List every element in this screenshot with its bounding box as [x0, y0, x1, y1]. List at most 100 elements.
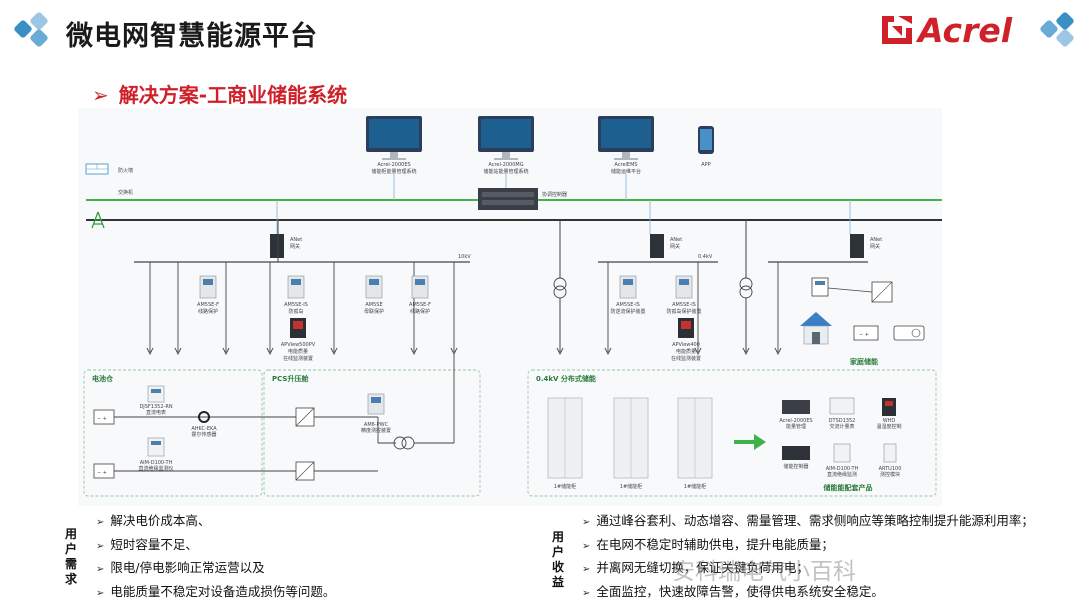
group-battery-label: 电池仓 [92, 374, 114, 383]
product-5-name: AIM-D100-TH [826, 466, 859, 472]
device-left-4-name: AM5SE-F [409, 302, 431, 308]
subtitle-arrow-icon: ➢ [92, 83, 109, 107]
product-2-desc: 交流计量表 [829, 423, 854, 430]
controller-label: 协调控制器 [542, 191, 567, 198]
acrel-logo-mark-icon [880, 14, 914, 46]
house-icon [800, 312, 832, 345]
pcs-device-desc: 精度测控装置 [361, 427, 391, 434]
product-6-desc: 测控模块 [880, 471, 900, 478]
measurement-device-icon [367, 393, 385, 415]
gateway-icon [650, 234, 664, 258]
cabinet-2-label: 1#储能柜 [620, 483, 642, 490]
section-subtitle: ➢ 解决方案-工商业储能系统 [92, 79, 347, 108]
air-conditioner-icon [893, 325, 925, 341]
battery-device-3-name: AIM-D100-TH [140, 460, 173, 466]
screen-3-name: AcrelEMS [614, 162, 637, 168]
product-1-desc: 能量管理 [786, 423, 806, 430]
firewall-icon [85, 163, 109, 175]
product-6-name: ARTU100 [879, 466, 902, 472]
pq-monitor-icon [678, 318, 694, 338]
user-needs-list: ➢解决电价成本高、 ➢短时容量不足、 ➢限电/停电影响正常运营以及 ➢电能质量不… [96, 509, 335, 603]
list-item: ➢限电/停电影响正常运营以及 [96, 560, 265, 575]
bullet-arrow-icon: ➢ [96, 540, 105, 552]
product-temperature-controller-icon [882, 398, 896, 416]
gateway-right-sub: 网关 [870, 243, 880, 250]
product-insulation-monitor-icon [833, 443, 851, 463]
list-item: ➢在电网不稳定时辅助供电，提升电能质量； [582, 536, 834, 552]
acrel-logo-text: Acrel [918, 10, 1013, 50]
screen-2-name: Acrel-2000MG [488, 162, 523, 168]
product-5-desc: 直流绝缘监测 [827, 471, 857, 478]
bullet-arrow-icon: ➢ [96, 564, 105, 575]
battery-icon: − + [93, 409, 115, 425]
storage-cabinet-icon [613, 397, 649, 479]
device-left-1-name: AM5SE-F [197, 302, 219, 308]
subtitle-text: 解决方案-工商业储能系统 [118, 83, 348, 107]
switch-label: 交换机 [118, 189, 133, 196]
protection-device-icon [675, 275, 693, 299]
device-right-1-desc: 防逆流保护装置 [610, 308, 645, 315]
gateway-mid-label: ANet [670, 237, 682, 243]
protection-device-icon [411, 275, 429, 299]
pcs-converter-icon [295, 461, 315, 481]
pcs-converter-icon [295, 407, 315, 427]
voltage-10kv-label: 10kV [458, 254, 471, 260]
protection-device-icon [365, 275, 383, 299]
device-left-1-desc: 线路保护 [198, 308, 218, 315]
product-rtu-icon [883, 443, 897, 463]
group-products-label: 储能能配套产品 [823, 483, 873, 492]
device-right-1-name: AM5SE-IS [616, 302, 640, 308]
green-arrow-icon [734, 434, 766, 450]
bullet-arrow-icon: ➢ [96, 587, 105, 599]
device-left-2-name: AM5SE-IS [284, 302, 308, 308]
monitor-icon [478, 116, 534, 160]
insulation-monitor-icon [147, 437, 165, 457]
list-item: ➢全面监控，快速故障告警，使得供电系统安全稳定。 [582, 583, 884, 599]
list-item: ➢短时容量不足、 [96, 536, 198, 552]
protection-device-icon [199, 275, 217, 299]
svg-text:− +: − + [97, 416, 107, 422]
battery-device-2-name: AHKC-EKA [191, 426, 217, 432]
protection-device-icon [619, 275, 637, 299]
smartphone-icon [698, 126, 714, 154]
voltage-04kv-label: 0.4kV [698, 254, 713, 260]
product-3-desc: 温湿度控制 [876, 423, 901, 430]
product-4-name: 储能控制器 [783, 463, 808, 470]
pcs-device-name: AM6-PWC [364, 422, 389, 428]
product-1-name: Acrel-2000ES [779, 418, 812, 424]
bullet-arrow-icon: ➢ [582, 540, 591, 552]
group-home-label: 家庭储能 [850, 357, 878, 366]
pq-monitor-icon [290, 318, 306, 338]
screen-3-desc: 储能运维平台 [611, 168, 641, 175]
cabinet-1-label: 1#储能柜 [554, 483, 576, 490]
pq-left-name: APView500PV [281, 342, 316, 348]
battery-device-1-name: DJSF1352-RN [139, 404, 172, 410]
system-diagram: Acrel-2000ES 储能柜能量管理系统 Acrel-2000MG 储能站能… [78, 108, 942, 506]
coordination-controller-icon [478, 188, 538, 210]
bullet-arrow-icon: ➢ [582, 587, 591, 599]
product-3-name: WHD [883, 418, 896, 424]
bullet-arrow-icon: ➢ [96, 517, 105, 528]
pq-left-desc1: 电能质量 [288, 348, 308, 355]
watermark: 安科瑞电气小百科 [672, 559, 856, 585]
user-benefits-label: 用户收益 [551, 530, 564, 589]
decorative-hexagons-left [13, 11, 54, 48]
page-title: 微电网智慧能源平台 [66, 21, 318, 52]
pq-right-name: APView400 [672, 342, 700, 348]
inverter-icon [871, 281, 893, 303]
device-left-4-desc: 线路保护 [410, 308, 430, 315]
user-benefits-list: ➢通过峰谷套利、动态增容、需量管理、需求侧响应等策略控制提升能源利用率； ➢在电… [582, 509, 1034, 603]
decorative-hexagons-right [1039, 11, 1080, 48]
pq-right-desc1: 电能质量 [676, 348, 696, 355]
group-pcs-label: PCS升压舱 [272, 374, 309, 383]
pq-right-desc2: 在线监测装置 [671, 355, 701, 362]
product-2-name: DTSD1352 [829, 418, 856, 424]
product-meter-icon [829, 397, 855, 415]
product-ems-icon [782, 400, 810, 414]
screen-1-desc: 储能柜能量管理系统 [371, 168, 416, 175]
pq-left-desc2: 在线监测装置 [283, 355, 313, 362]
transformer-icon [739, 277, 753, 299]
list-item: ➢解决电价成本高、 [96, 513, 211, 528]
transformer-icon [393, 436, 415, 450]
screen-1-name: Acrel-2000ES [377, 162, 410, 168]
